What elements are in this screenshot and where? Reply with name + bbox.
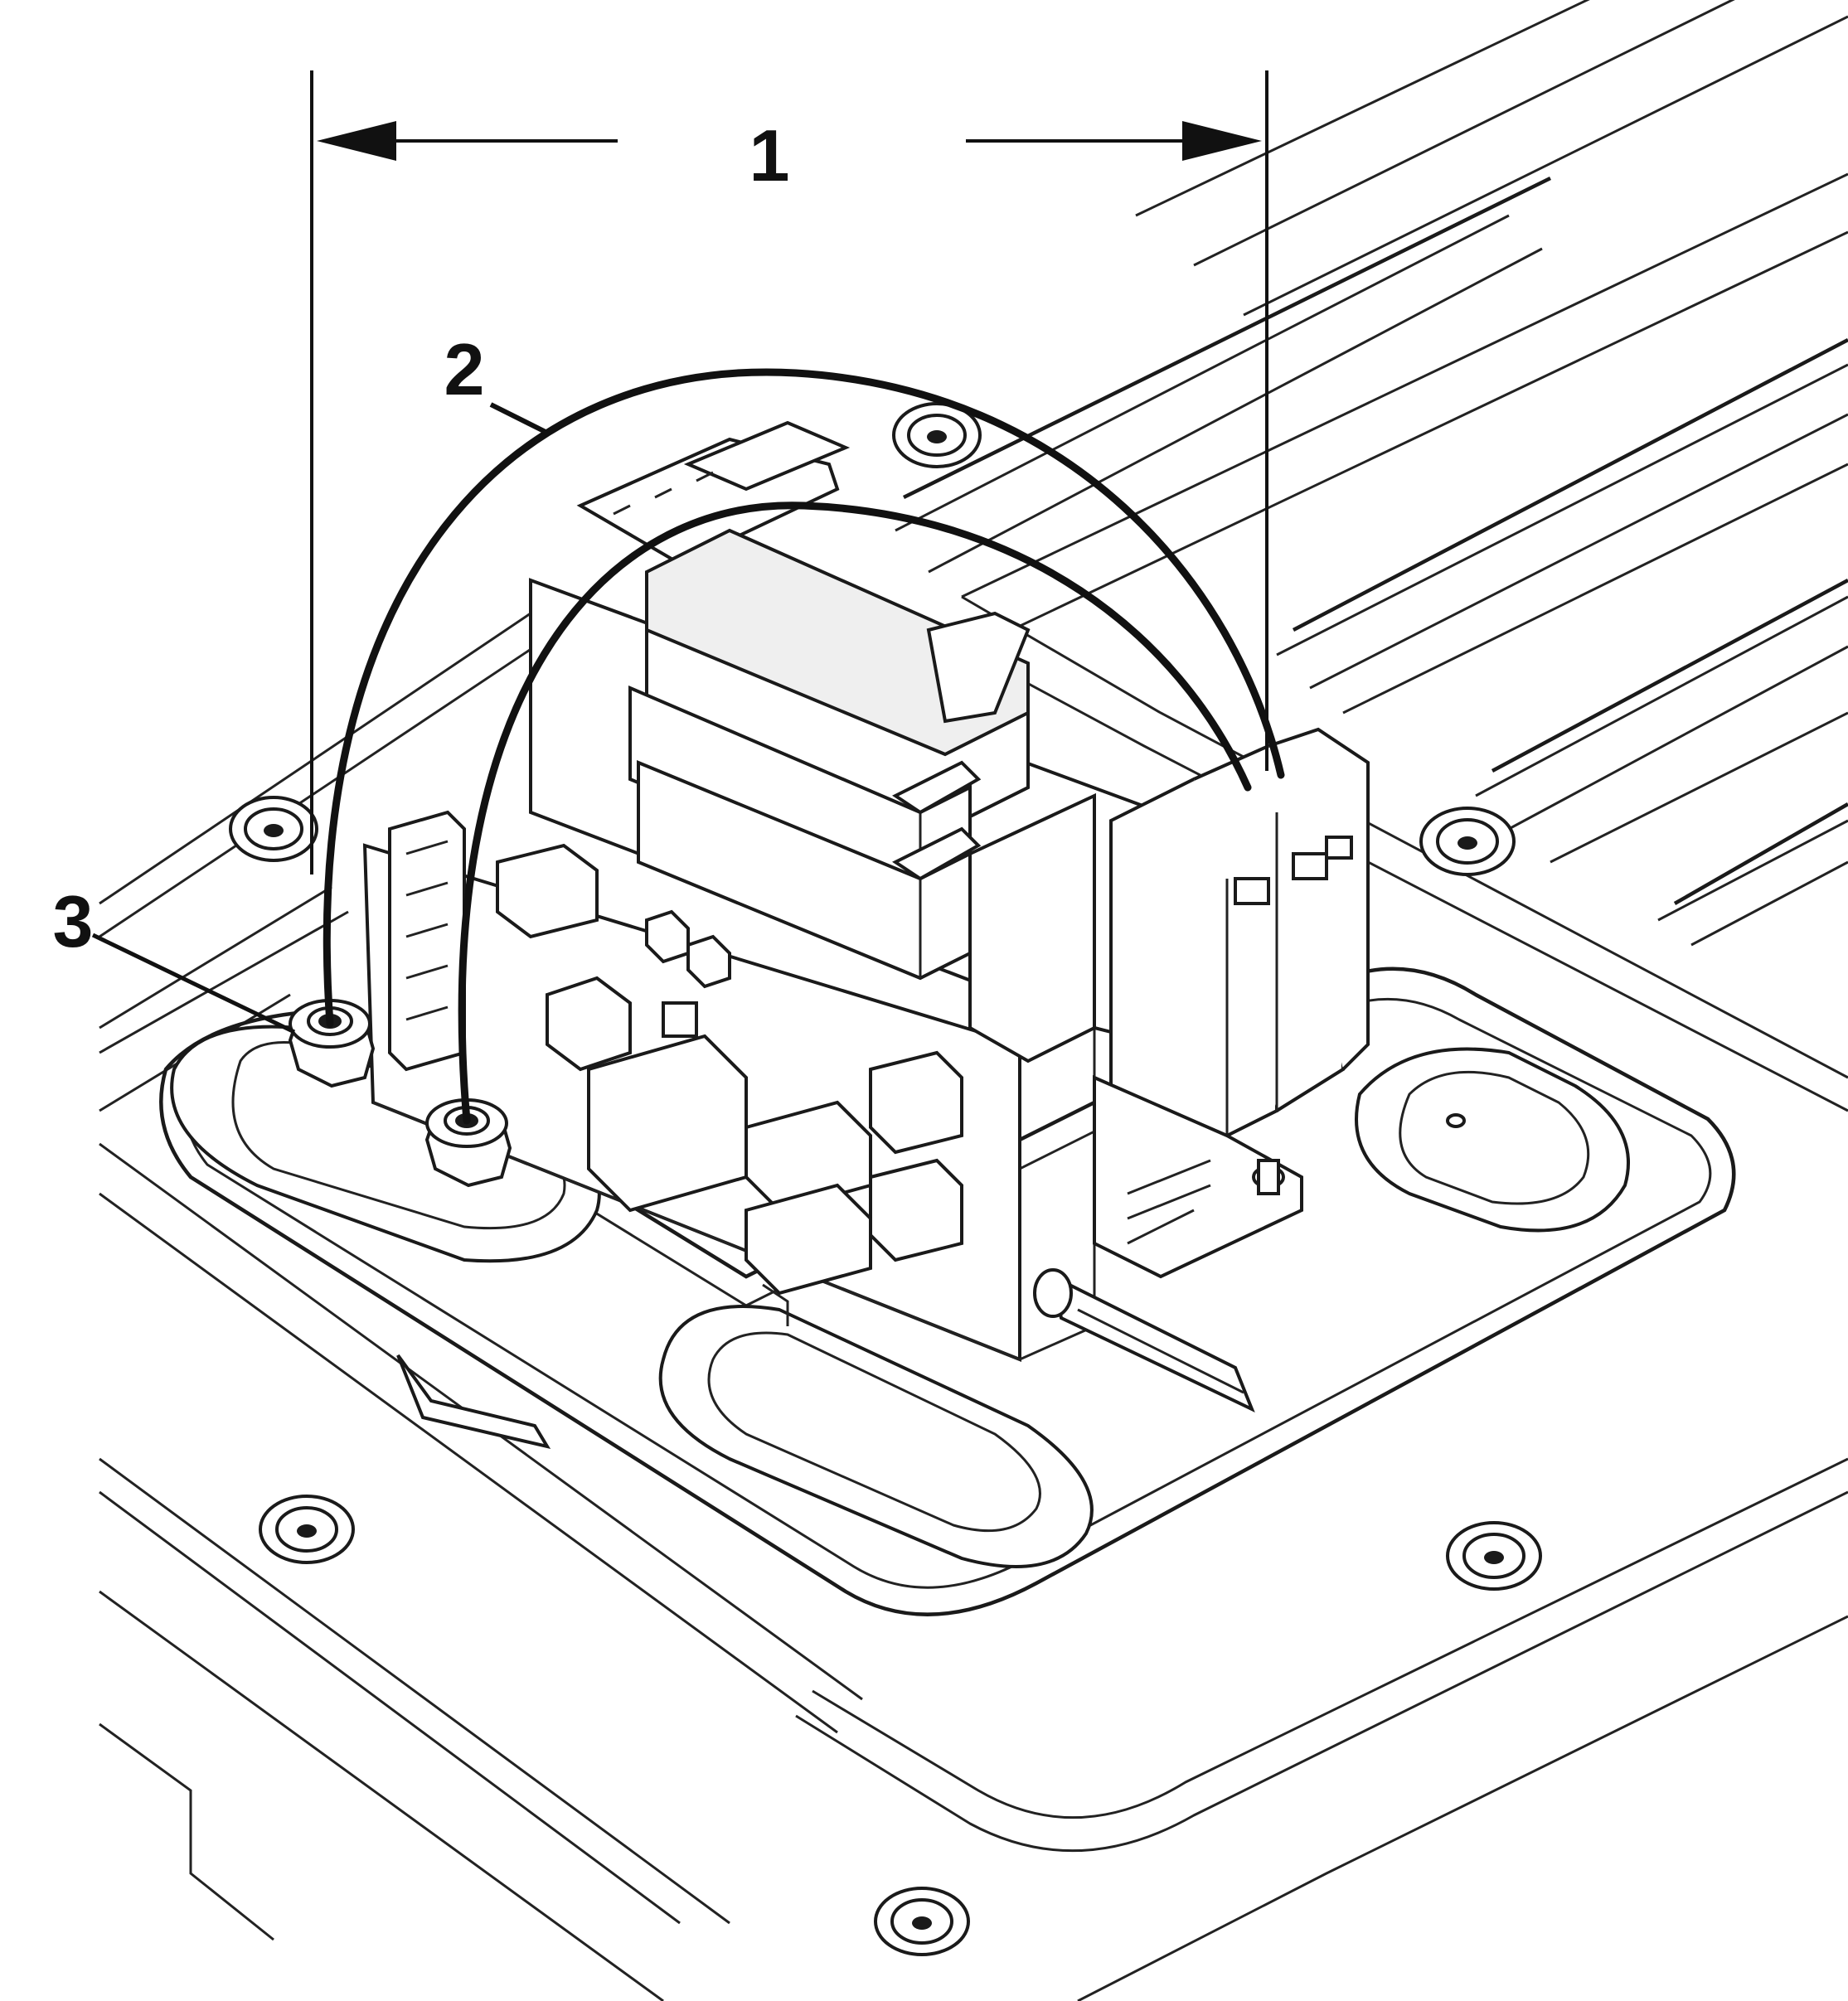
callout-label-1: 1 [749, 114, 790, 196]
screw-boss-3 [1419, 807, 1516, 876]
top-terminal-block [576, 420, 851, 566]
standoff-posts [1252, 1159, 1285, 1195]
screw-boss-4 [259, 1495, 355, 1564]
leader-line-3 [91, 933, 296, 1034]
oval-recesses [170, 1025, 1630, 1568]
cable-loops [323, 368, 1285, 1125]
leader-lines [91, 402, 549, 1034]
cable-gland-1 [288, 999, 376, 1088]
roof-ribs [895, 0, 1848, 947]
relay-bracket [1093, 1074, 1303, 1279]
dimension-arrow-right-icon [1182, 121, 1262, 161]
callout-label-3: 3 [53, 880, 94, 962]
dimension-indicator [310, 70, 1268, 875]
dimension-arrow-left-icon [317, 121, 396, 161]
screw-boss-2 [892, 402, 982, 468]
recess-center [658, 1305, 1094, 1568]
recess-right [1355, 1047, 1630, 1233]
pcb-components [496, 843, 963, 1326]
screw-boss-5 [1446, 1521, 1542, 1591]
electronics-assembly [362, 420, 1370, 1413]
leader-line-2 [489, 402, 549, 435]
inner-cable-loop [458, 501, 1252, 1125]
exit-cable [1033, 1268, 1255, 1413]
screw-boss-1 [229, 796, 318, 862]
callout-label-2: 2 [444, 328, 485, 410]
direction-arrow-marker [396, 1354, 551, 1450]
screw-bosses [229, 402, 1542, 1956]
outer-cable-loop [323, 368, 1285, 1028]
housing-base [99, 595, 1848, 2001]
transformer-side-block [968, 792, 1096, 1063]
left-terminal-strip [388, 810, 466, 1072]
right-relay-stack [1109, 727, 1370, 1138]
screw-boss-6 [874, 1887, 970, 1956]
